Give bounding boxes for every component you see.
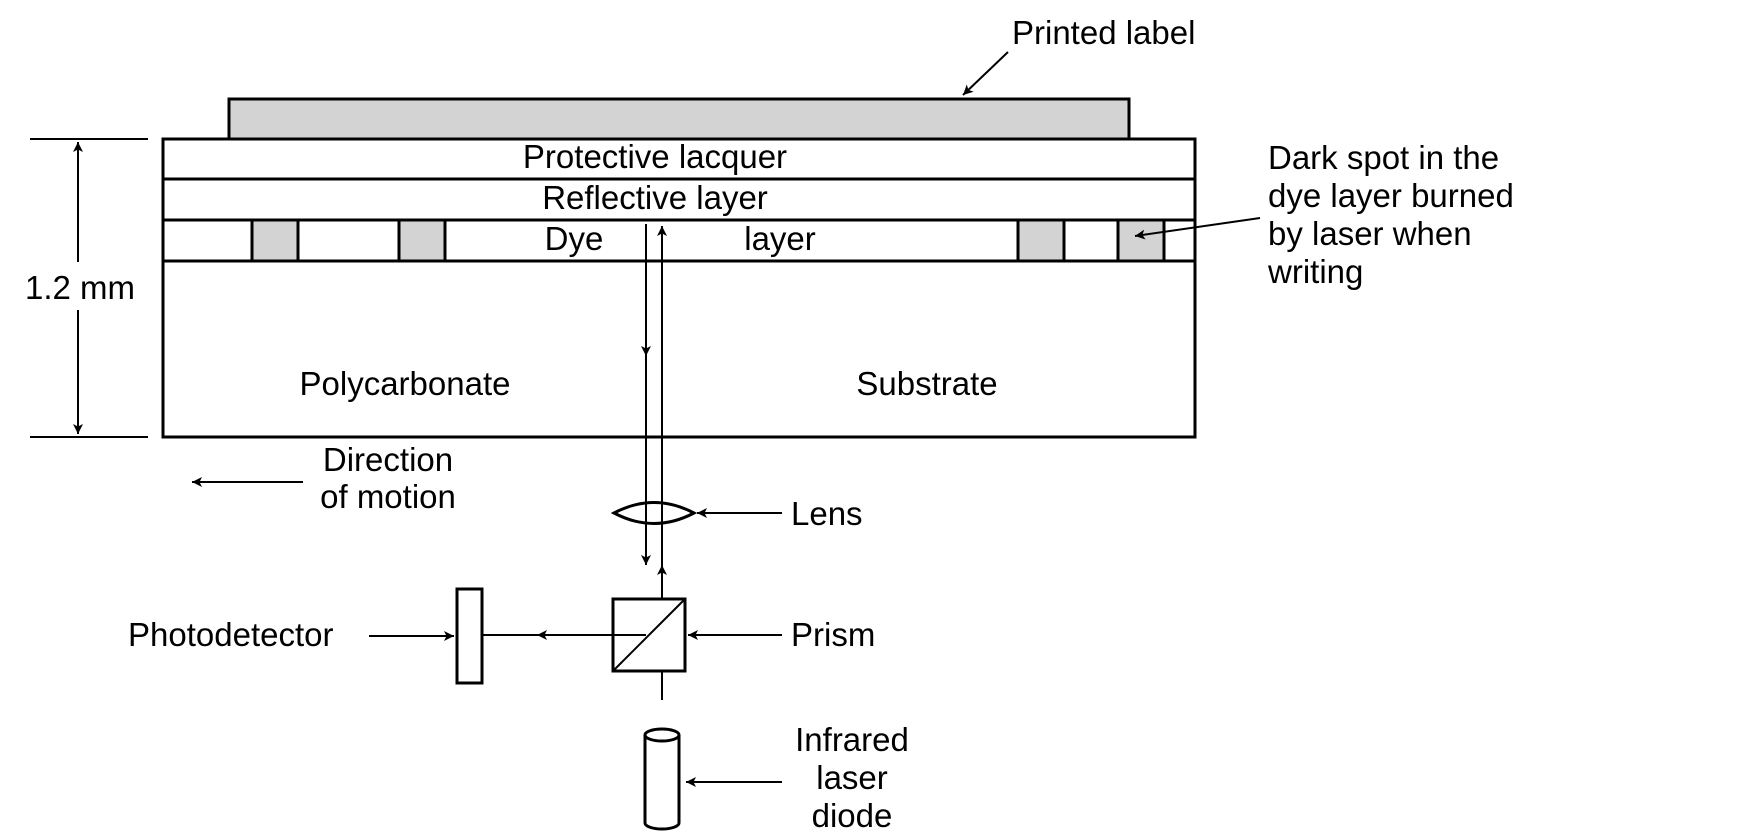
- laser-diode-top: [643, 727, 681, 743]
- polycarbonate-substrate: [161, 259, 1197, 439]
- protective-lacquer-layer: [161, 137, 1197, 181]
- photodetector-shape: [455, 587, 484, 685]
- dark-spot-label-line3: by laser when: [1268, 215, 1472, 252]
- prism-diagonal: [612, 598, 686, 672]
- printed-label-arrow: [962, 51, 1009, 96]
- lens-label: Lens: [791, 495, 863, 532]
- dark-spot-arrow: [1134, 217, 1261, 240]
- prism-label: Prism: [791, 616, 875, 653]
- thickness-label: 1.2 mm: [25, 269, 135, 306]
- diode-label-line3: diode: [812, 797, 893, 834]
- protective-lacquer-label: Protective lacquer: [523, 138, 787, 175]
- direction-label-line1: Direction: [323, 441, 453, 478]
- dark-spot: [1016, 218, 1066, 263]
- layer-label: layer: [744, 220, 816, 257]
- dark-spot-label-line2: dye layer burned: [1268, 177, 1514, 214]
- diode-label-line1: Infrared: [795, 721, 909, 758]
- polycarbonate-label: Polycarbonate: [300, 365, 511, 402]
- dark-spot-label-line1: Dark spot in the: [1268, 139, 1499, 176]
- dark-spot: [1116, 218, 1166, 263]
- printed-label-text: Printed label: [1012, 14, 1195, 51]
- dye-label: Dye: [545, 220, 604, 257]
- dark-spot-label-line4: writing: [1267, 253, 1363, 290]
- lens-shape: [610, 501, 698, 525]
- dark-spot: [397, 218, 447, 263]
- substrate-label: Substrate: [856, 365, 997, 402]
- printed-label-layer: [227, 97, 1131, 141]
- diode-label-line2: laser: [816, 759, 888, 796]
- photodetector-label: Photodetector: [128, 616, 333, 653]
- laser-diode-shape: [643, 735, 681, 831]
- reflective-layer-label: Reflective layer: [542, 179, 768, 216]
- dark-spot: [250, 218, 300, 263]
- direction-label-line2: of motion: [320, 478, 456, 515]
